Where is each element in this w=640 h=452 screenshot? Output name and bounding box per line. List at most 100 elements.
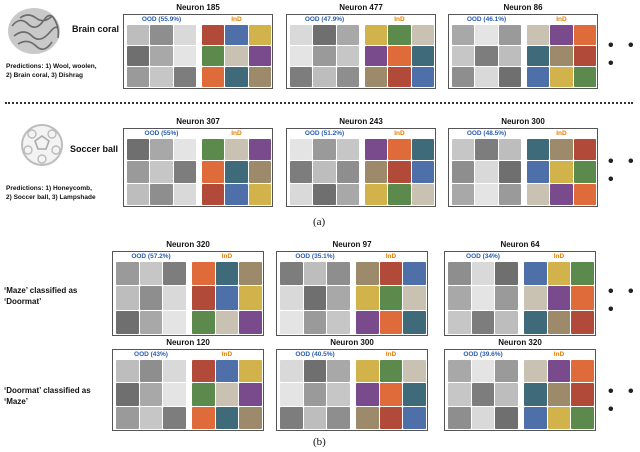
neuron-title: Neuron 307: [176, 117, 220, 126]
ind-thumbnail: [550, 46, 573, 66]
ood-thumbnail: [290, 25, 313, 45]
ind-thumbnail: [524, 262, 547, 286]
ind-label: InD: [231, 16, 242, 23]
ind-grid: [524, 262, 594, 334]
ood-thumbnail: [471, 262, 495, 286]
ood-thumbnail: [448, 262, 471, 286]
ood-thumbnail: [327, 406, 350, 429]
ind-thumbnail: [403, 360, 426, 383]
neuron-panel: OOD (51.2%)InD: [286, 128, 436, 207]
ood-grid: [452, 25, 521, 87]
ind-thumbnail: [239, 262, 262, 286]
ind-thumbnail: [388, 161, 411, 183]
maze-row-label: ‘Maze’ classified as ‘Doormat’: [4, 286, 78, 306]
ind-thumbnail: [403, 262, 426, 286]
ood-thumbnail: [139, 262, 163, 286]
ood-thumbnail: [116, 406, 139, 429]
ind-grid: [202, 139, 271, 205]
brain-coral-predictions: Predictions: 1) Wool, woolen, 2) Brain c…: [6, 63, 97, 79]
ood-thumbnail: [127, 25, 150, 45]
neuron-title: Neuron 97: [332, 240, 372, 249]
caption-b: (b): [313, 436, 326, 448]
ind-thumbnail: [192, 286, 215, 310]
ood-thumbnail: [448, 286, 471, 310]
ind-thumbnail: [379, 383, 403, 406]
ood-thumbnail: [498, 139, 521, 161]
ood-thumbnail: [448, 310, 471, 334]
ood-thumbnail: [495, 406, 518, 429]
ood-grid: [116, 360, 186, 429]
neuron-title: Neuron 300: [330, 338, 374, 347]
ind-thumbnail: [573, 161, 596, 183]
ind-thumbnail: [527, 67, 550, 87]
ind-thumbnail: [215, 360, 239, 383]
ood-label: OOD (51.2%): [304, 130, 345, 137]
ood-thumbnail: [336, 161, 359, 183]
ood-thumbnail: [448, 406, 471, 429]
ind-thumbnail: [379, 262, 403, 286]
ood-label: OOD (46.1%): [466, 16, 507, 23]
ind-thumbnail: [411, 67, 434, 87]
ind-thumbnail: [356, 310, 379, 334]
ood-thumbnail: [327, 262, 350, 286]
ood-thumbnail: [336, 67, 359, 87]
ind-thumbnail: [411, 161, 434, 183]
neuron-panel: OOD (43%)InD: [112, 349, 264, 431]
ind-thumbnail: [411, 183, 434, 205]
ind-thumbnail: [202, 139, 225, 161]
neuron-title: Neuron 300: [501, 117, 545, 126]
ind-thumbnail: [192, 406, 215, 429]
ood-thumbnail: [495, 262, 518, 286]
ellipsis: • • •: [608, 37, 639, 72]
ind-thumbnail: [524, 310, 547, 334]
ood-thumbnail: [116, 286, 139, 310]
ood-thumbnail: [475, 46, 498, 66]
soccer-ball-image: [21, 124, 63, 166]
ood-thumbnail: [448, 360, 471, 383]
ood-thumbnail: [139, 286, 163, 310]
ood-thumbnail: [163, 383, 186, 406]
ind-thumbnail: [365, 25, 388, 45]
ood-thumbnail: [336, 183, 359, 205]
ood-thumbnail: [127, 161, 150, 183]
ind-thumbnail: [550, 25, 573, 45]
ind-thumbnail: [571, 310, 594, 334]
ind-thumbnail: [550, 139, 573, 161]
ood-thumbnail: [452, 25, 475, 45]
ind-thumbnail: [192, 360, 215, 383]
ood-label: OOD (39.6%): [463, 351, 503, 358]
ood-thumbnail: [448, 383, 471, 406]
ind-thumbnail: [411, 25, 434, 45]
ind-thumbnail: [527, 139, 550, 161]
neuron-panel: OOD (47.9%)InD: [286, 14, 436, 89]
ood-grid: [116, 262, 186, 334]
ood-thumbnail: [475, 183, 498, 205]
ind-thumbnail: [527, 161, 550, 183]
ind-thumbnail: [239, 383, 262, 406]
neuron-panel: OOD (46.1%)InD: [448, 14, 598, 89]
ood-thumbnail: [280, 310, 303, 334]
ood-thumbnail: [150, 25, 173, 45]
ind-thumbnail: [573, 46, 596, 66]
section-divider: [5, 102, 633, 104]
ood-label: OOD (34%): [466, 253, 500, 260]
ind-thumbnail: [527, 46, 550, 66]
ind-grid: [192, 360, 262, 429]
ood-thumbnail: [163, 406, 186, 429]
ood-thumbnail: [280, 286, 303, 310]
ind-grid: [527, 139, 596, 205]
ood-thumbnail: [495, 310, 518, 334]
ood-thumbnail: [495, 286, 518, 310]
ood-thumbnail: [495, 383, 518, 406]
ood-grid: [280, 262, 350, 334]
ood-thumbnail: [498, 183, 521, 205]
ood-label: OOD (48.5%): [466, 130, 507, 137]
soccer-ball-predictions: Predictions: 1) Honeycomb, 2) Soccer bal…: [6, 185, 96, 201]
ind-grid: [524, 360, 594, 429]
ood-thumbnail: [127, 67, 150, 87]
ood-thumbnail: [139, 310, 163, 334]
ind-label: InD: [553, 351, 565, 358]
ind-thumbnail: [550, 183, 573, 205]
ellipsis: • • •: [608, 383, 639, 418]
ood-thumbnail: [139, 383, 163, 406]
